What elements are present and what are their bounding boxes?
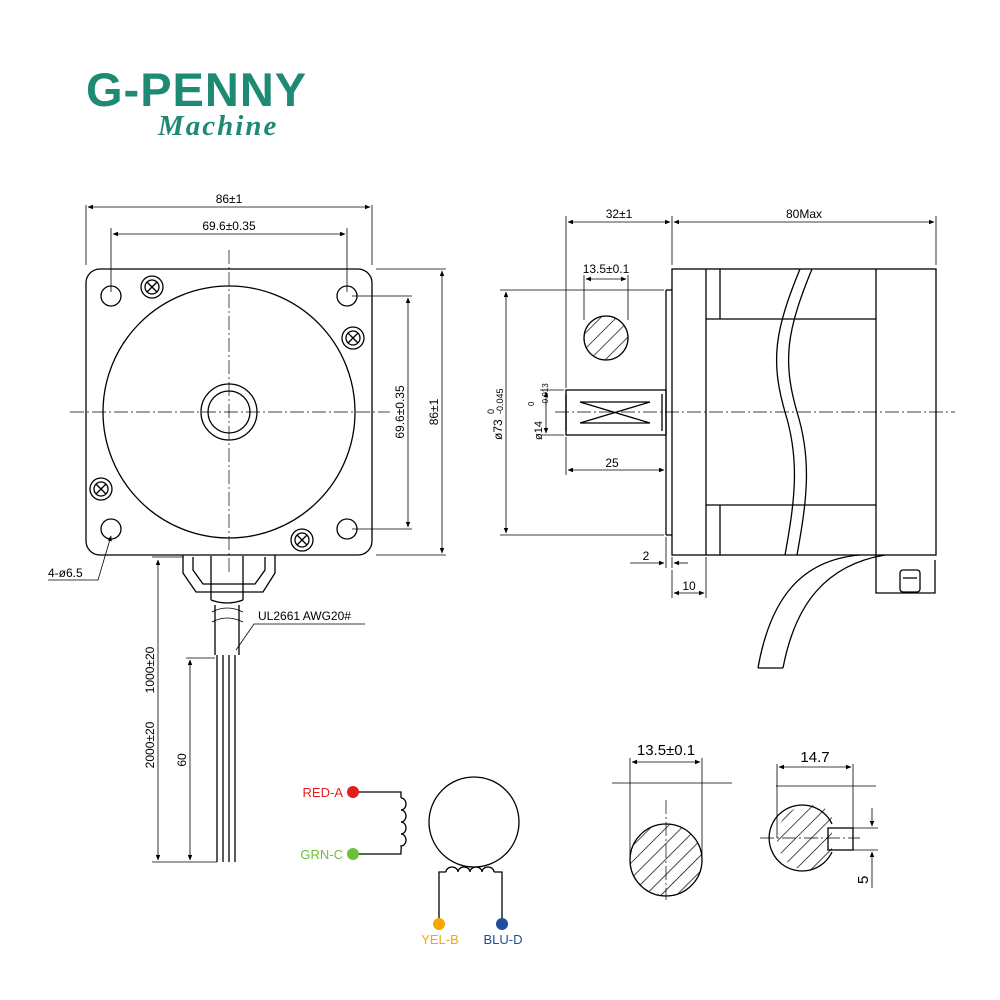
dim-boss-tol-top: 0 [527,401,536,406]
dim-key-width: 14.7 [800,749,829,766]
dim-key-height: 5 [855,876,872,884]
cable-side [757,554,886,669]
rotor-circle [428,776,520,868]
cable-gland [182,555,276,593]
brand-subtitle: Machine [158,110,279,142]
cable-clamp [875,555,936,594]
label-blu-d: BLU-D [483,932,522,947]
screw-icon [140,275,164,299]
dim-pilot: ø73 [491,419,505,440]
dim-holes: 4-ø6.5 [48,566,83,580]
dim-boss-tol-bot: -0.013 [541,383,550,406]
shaft-key [827,827,854,851]
label-red-a: RED-A [303,785,344,800]
terminal-grn-dot [347,848,359,860]
coil-a-c [400,797,407,851]
lead-wires [216,655,236,862]
terminal-red-dot [347,786,359,798]
screw-icon [341,326,365,350]
cable-spec: UL2661 AWG20# [258,609,351,623]
dim-height: 86±1 [427,398,441,425]
brand-logo: G-PENNY [86,63,308,116]
terminal-yel-dot [433,918,445,930]
shaft-section-key: 14.7 5 [760,749,878,888]
dim-pilot-tol-bot: -0.045 [495,388,505,414]
label-yel-b: YEL-B [421,932,459,947]
label-grn-c: GRN-C [300,847,343,862]
terminal-blu-dot [496,918,508,930]
dim-width: 86±1 [216,192,243,206]
dim-shaft-length: 25 [605,456,619,470]
dim-boss-height: 2 [643,549,650,563]
dim-hole-spacing-h: 69.6±0.35 [202,219,256,233]
coil-b-d [445,866,495,873]
screw-icon [89,477,113,501]
dim-strip: 60 [175,753,189,767]
dim-hole-spacing-v: 69.6±0.35 [393,385,407,439]
side-view: 13.5±0.1 32±1 80Max ø73 0 -0.045 ø14 0 [486,207,955,669]
dim-lead-1000: 1000±20 [143,646,157,693]
wiring-diagram: RED-A GRN-C YEL-B BLU-D [300,776,523,947]
dim-flange: 32±1 [606,207,633,221]
front-view: UL2661 AWG20# 86±1 69.6±0.35 69.6±0.35 8… [48,192,446,863]
dim-flange-thickness: 10 [682,579,696,593]
dim-shaft-small: 13.5±0.1 [583,262,630,276]
dim-boss: ø14 [533,421,545,440]
dim-body: 80Max [786,207,822,221]
dim-shaft-round: 13.5±0.1 [637,742,695,759]
dim-pilot-tol-top: 0 [486,409,496,414]
screw-icon [290,528,314,552]
shaft-section-round: 13.5±0.1 [612,742,732,900]
dim-lead-2000: 2000±20 [143,721,157,768]
